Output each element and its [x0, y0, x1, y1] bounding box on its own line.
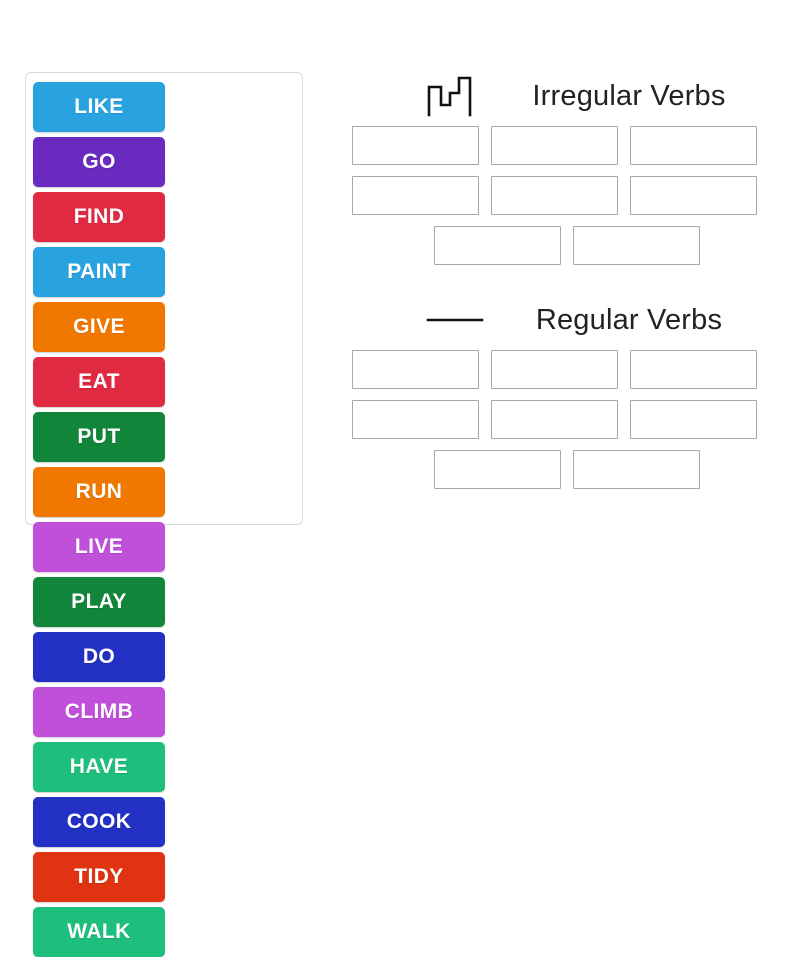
- category-title: Irregular Verbs: [532, 79, 726, 112]
- dropzone-grid: [352, 124, 782, 276]
- dropzone[interactable]: [630, 400, 757, 439]
- dropzone[interactable]: [491, 400, 618, 439]
- category-header: Irregular Verbs: [352, 68, 782, 124]
- dropzone-row: [352, 400, 782, 439]
- category-group: Regular Verbs: [352, 292, 782, 500]
- word-tile[interactable]: HAVE: [33, 741, 165, 792]
- word-tile[interactable]: LIVE: [33, 521, 165, 572]
- word-tile-label: GO: [82, 150, 116, 173]
- dropzone-row: [352, 176, 782, 215]
- dropzone[interactable]: [352, 126, 479, 165]
- dropzone-grid: [352, 348, 782, 500]
- irregular-step-line-icon: [424, 73, 486, 119]
- word-tile[interactable]: TIDY: [33, 851, 165, 902]
- word-tile-label: COOK: [66, 810, 132, 833]
- dropzone-row: [352, 226, 782, 265]
- dropzone[interactable]: [630, 350, 757, 389]
- dropzone[interactable]: [491, 126, 618, 165]
- word-tile[interactable]: WALK: [33, 906, 165, 957]
- dropzone[interactable]: [573, 226, 700, 265]
- word-tile[interactable]: EAT: [33, 356, 165, 407]
- dropzone[interactable]: [630, 126, 757, 165]
- word-tile-label: PLAY: [71, 590, 127, 613]
- word-tile[interactable]: GIVE: [33, 301, 165, 352]
- word-tile-label: GIVE: [73, 315, 125, 338]
- dropzone[interactable]: [434, 450, 561, 489]
- word-tile-label: FIND: [73, 205, 125, 228]
- dropzone[interactable]: [630, 176, 757, 215]
- word-tile-label: PAINT: [67, 260, 131, 283]
- dropzone[interactable]: [434, 226, 561, 265]
- straight-line-icon: [424, 297, 486, 343]
- word-tile-label: DO: [82, 645, 116, 668]
- dropzone[interactable]: [352, 176, 479, 215]
- word-tile-label: CLIMB: [64, 700, 134, 723]
- dropzone[interactable]: [352, 350, 479, 389]
- word-tile[interactable]: PAINT: [33, 246, 165, 297]
- word-tile[interactable]: PLAY: [33, 576, 165, 627]
- dropzone[interactable]: [491, 176, 618, 215]
- category-group: Irregular Verbs: [352, 68, 782, 276]
- activity-stage: LIKE GO FIND PAINT GIVE EAT PUT RUN LIVE PLAY DO CL…: [25, 68, 782, 957]
- word-tile-label: LIVE: [74, 535, 124, 558]
- word-tile[interactable]: GO: [33, 136, 165, 187]
- word-tile-label: TIDY: [74, 865, 124, 888]
- word-tile-label: WALK: [67, 920, 131, 943]
- dropzone-row: [352, 450, 782, 489]
- category-title: Regular Verbs: [535, 303, 723, 336]
- dropzone[interactable]: [352, 400, 479, 439]
- word-tile[interactable]: COOK: [33, 796, 165, 847]
- word-tile[interactable]: PUT: [33, 411, 165, 462]
- word-tile[interactable]: CLIMB: [33, 686, 165, 737]
- word-tile-label: LIKE: [74, 95, 124, 118]
- word-tile[interactable]: RUN: [33, 466, 165, 517]
- word-tile-label: HAVE: [69, 755, 129, 778]
- dropzone[interactable]: [573, 450, 700, 489]
- word-tile-tray: LIKE GO FIND PAINT GIVE EAT PUT RUN LIVE PLAY DO CL…: [25, 72, 303, 957]
- dropzone-row: [352, 350, 782, 389]
- word-tile-label: RUN: [75, 480, 123, 503]
- dropzone[interactable]: [491, 350, 618, 389]
- word-tile[interactable]: FIND: [33, 191, 165, 242]
- category-header: Regular Verbs: [352, 292, 782, 348]
- word-tile-label: EAT: [78, 370, 120, 393]
- word-tile-label: PUT: [77, 425, 121, 448]
- dropzone-row: [352, 126, 782, 165]
- word-tile[interactable]: LIKE: [33, 81, 165, 132]
- word-tile[interactable]: DO: [33, 631, 165, 682]
